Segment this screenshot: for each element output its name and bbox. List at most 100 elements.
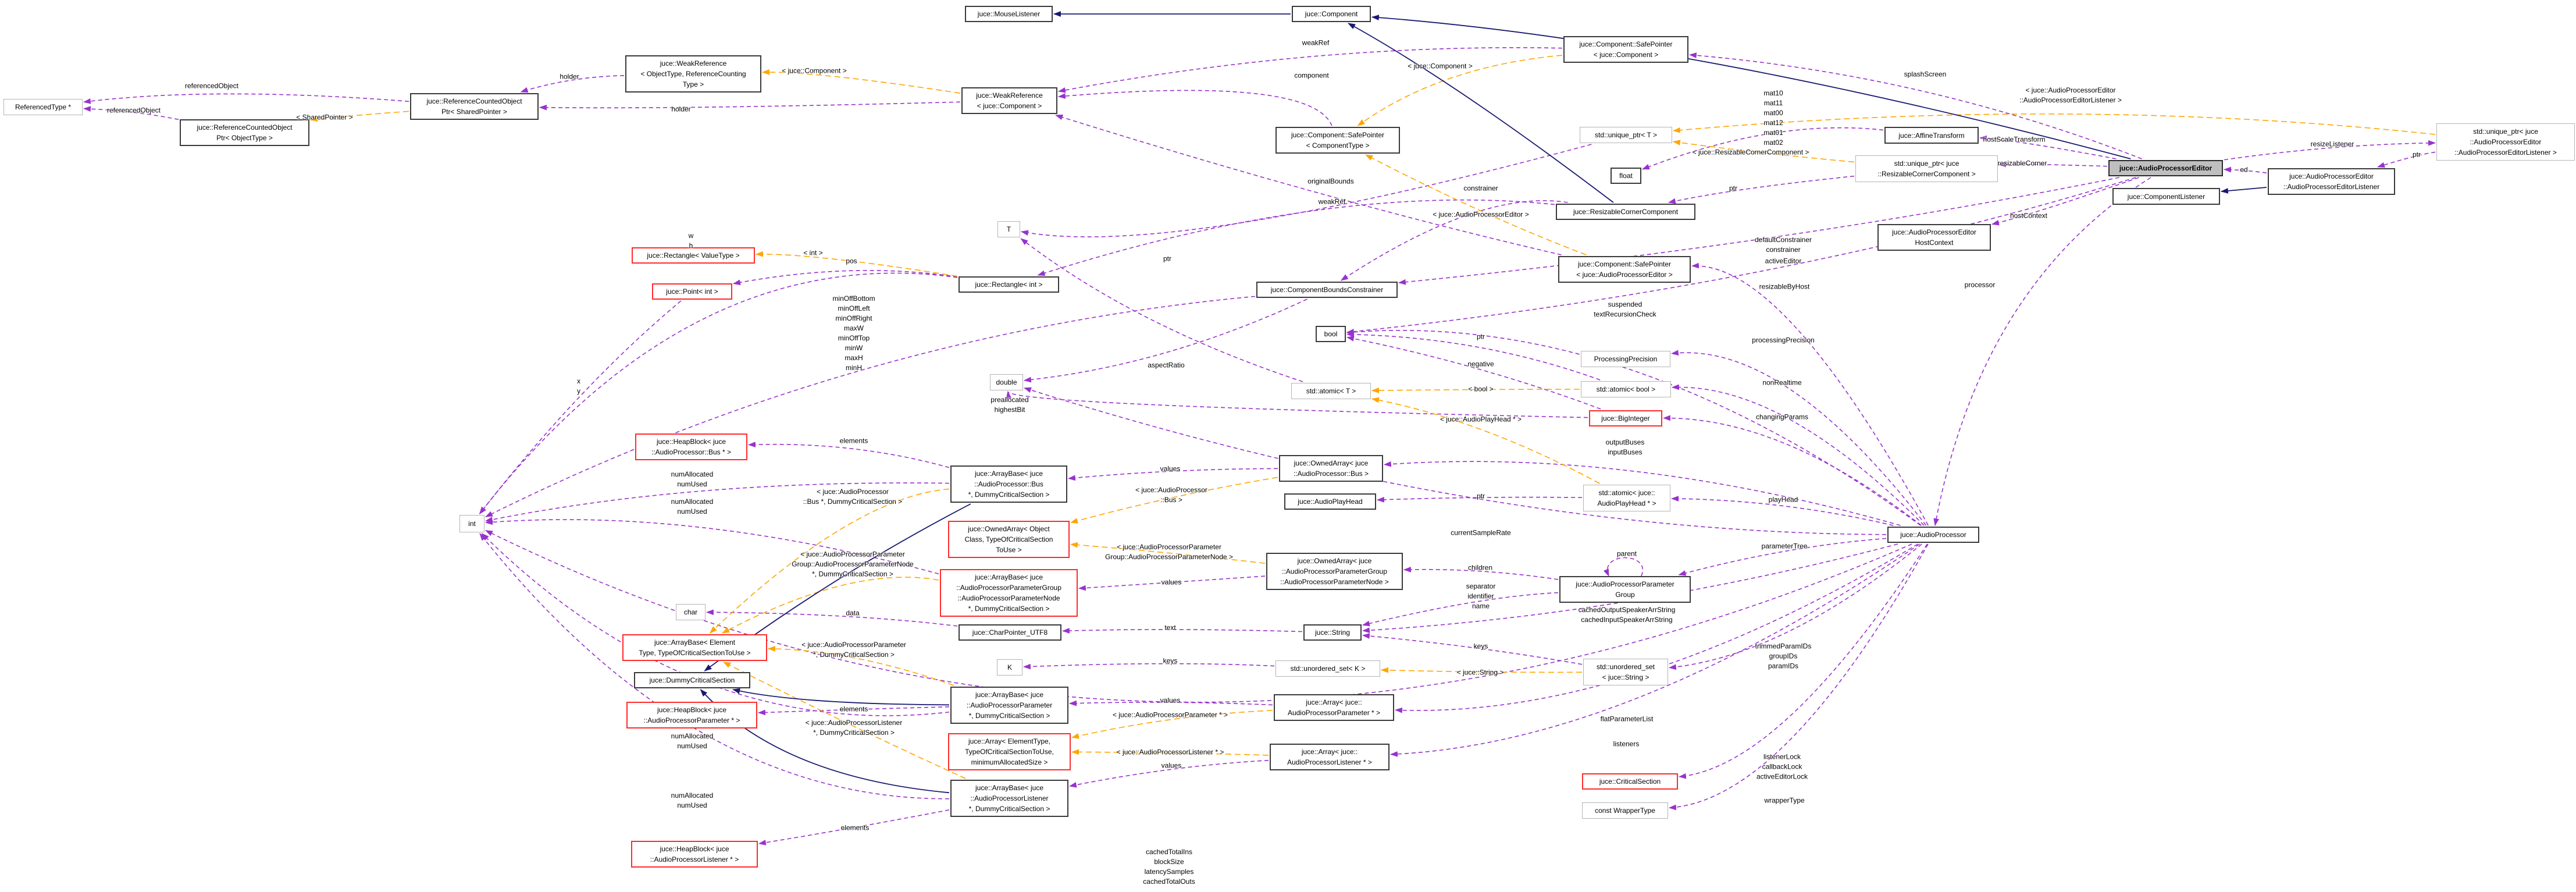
class-node-owned-appn[interactable]: juce::OwnedArray< juce::AudioProcessorPa… bbox=[1266, 553, 1403, 590]
edge-weakref-comp-to-weakref-t bbox=[761, 69, 961, 94]
edge-label-ape-uptr-apel: resizeListener bbox=[2310, 140, 2354, 148]
edge-label-rcop-shared-r-type: referencedObject bbox=[184, 81, 239, 90]
edge-rcop-shared-to-r-type bbox=[83, 93, 409, 104]
class-node-big-integer[interactable]: juce::BigInteger bbox=[1589, 410, 1662, 427]
class-node-audio-processor[interactable]: juce::AudioProcessor bbox=[1887, 527, 1979, 543]
edge-apel-to-ape bbox=[2223, 166, 2267, 173]
edge-ab-appn-to-ab-elem bbox=[722, 577, 939, 634]
class-node-ab-bus[interactable]: juce::ArrayBase< juce::AudioProcessor::B… bbox=[950, 465, 1067, 503]
class-node-rect-vt[interactable]: juce::Rectangle< ValueType > bbox=[632, 247, 755, 264]
edge-label-owned-appn-ab-appn: values bbox=[1161, 578, 1182, 587]
class-node-char: char bbox=[676, 604, 706, 620]
edge-ab-bus-to-heap-bus bbox=[747, 442, 950, 468]
class-node-heap-bus[interactable]: juce::HeapBlock< juce::AudioProcessor::B… bbox=[635, 433, 747, 460]
edge-rect-int-to-rect-vt bbox=[755, 251, 958, 277]
edge-uptr-rcc-to-uptr-t bbox=[1672, 140, 1855, 163]
edge-label-audio-processor-safeptr-ape: activeEditor bbox=[1765, 257, 1802, 265]
class-node-playhead[interactable]: juce::AudioPlayHead bbox=[1284, 493, 1376, 510]
class-node-bool[interactable]: bool bbox=[1316, 326, 1346, 342]
class-node-comp-listener[interactable]: juce::ComponentListener bbox=[2112, 188, 2220, 205]
edge-label-audio-processor-arr-listener: listeners bbox=[1613, 740, 1640, 748]
edge-label-safeptr-ct-weakref-comp: component bbox=[1294, 71, 1329, 80]
edge-appg-to-appg bbox=[1603, 557, 1644, 577]
edge-rcop-shared-to-rcop-obj bbox=[309, 111, 409, 122]
class-node-ab-appn[interactable]: juce::ArrayBase< juce::AudioProcessorPar… bbox=[940, 569, 1078, 617]
edge-owned-appn-to-owned-obj bbox=[1070, 542, 1266, 564]
class-node-cbc[interactable]: juce::ComponentBoundsConstrainer bbox=[1256, 282, 1398, 298]
class-node-resizable-corner[interactable]: juce::ResizableCornerComponent bbox=[1556, 204, 1695, 220]
edge-ape-to-audio-processor bbox=[1933, 177, 2151, 527]
class-node-uptr-rcc: std::unique_ptr< juce::ResizableCornerCo… bbox=[1855, 155, 1998, 182]
edge-ab-bus-to-ab-elem bbox=[709, 488, 950, 634]
edge-label-atomic-playhead-atomic-t: < juce::AudioPlayHead * > bbox=[1440, 415, 1522, 424]
class-node-double: double bbox=[990, 374, 1023, 390]
edge-label-ab-bus-heap-bus: elements bbox=[839, 436, 868, 445]
class-node-critical-section[interactable]: juce::CriticalSection bbox=[1582, 773, 1678, 790]
edge-rect-int-to-int bbox=[479, 272, 958, 514]
edge-arr-listener-to-ab-listener bbox=[1068, 759, 1269, 788]
edge-uptr-t-to-t bbox=[1020, 144, 1592, 237]
edge-label-ape-affine: hostScaleTransform bbox=[1983, 135, 2046, 144]
edge-label-ab-param-heap-param: elements bbox=[839, 705, 868, 713]
class-node-rect-int[interactable]: juce::Rectangle< int > bbox=[959, 276, 1059, 293]
class-node-ab-listener[interactable]: juce::ArrayBase< juce::AudioProcessorLis… bbox=[950, 780, 1068, 817]
class-node-string[interactable]: juce::String bbox=[1303, 624, 1362, 641]
class-node-ab-param[interactable]: juce::ArrayBase< juce::AudioProcessorPar… bbox=[950, 687, 1068, 724]
edge-ape-to-bool bbox=[1346, 177, 2136, 335]
class-node-charptr-utf8[interactable]: juce::CharPointer_UTF8 bbox=[959, 624, 1061, 641]
class-node-safeptr-comp[interactable]: juce::Component::SafePointer< juce::Comp… bbox=[1563, 36, 1688, 63]
edge-label-audio-processor-proc-precision: processingPrecision bbox=[1752, 336, 1815, 344]
edge-safeptr-ape-to-safeptr-ct bbox=[1365, 154, 1587, 255]
edge-label-ape-host-context: hostContext bbox=[2010, 211, 2048, 220]
class-node-affine[interactable]: juce::AffineTransform bbox=[1884, 127, 1979, 144]
edge-uptr-apel-to-uptr-t bbox=[1672, 113, 2436, 135]
class-node-point-int[interactable]: juce::Point< int > bbox=[652, 283, 732, 300]
class-node-heap-listener[interactable]: juce::HeapBlock< juce::AudioProcessorLis… bbox=[631, 841, 758, 868]
class-node-apel[interactable]: juce::AudioProcessorEditor::AudioProcess… bbox=[2268, 168, 2395, 195]
edge-label-uptr-apel-apel: ptr bbox=[2412, 150, 2421, 159]
class-node-arr-listener[interactable]: juce::Array< juce::AudioProcessorListene… bbox=[1270, 744, 1389, 770]
edge-label-atomic-bool-atomic-t: < bool > bbox=[1468, 385, 1494, 393]
class-node-mouse-listener[interactable]: juce::MouseListener bbox=[965, 6, 1053, 22]
class-node-weakref-t[interactable]: juce::WeakReference< ObjectType, Referen… bbox=[625, 55, 761, 93]
edge-label-atomic-playhead-playhead: ptr bbox=[1476, 492, 1485, 500]
edge-label-ab-listener-ab-elem: < juce::AudioProcessorListener*, DummyCr… bbox=[805, 719, 903, 737]
edge-label-arr-listener-arr-elem: < juce::AudioProcessorListener * > bbox=[1116, 748, 1224, 756]
class-node-arr-param[interactable]: juce::Array< juce::AudioProcessorParamet… bbox=[1274, 694, 1394, 721]
class-node-component[interactable]: juce::Component bbox=[1292, 6, 1371, 22]
edge-label-rcop-obj-r-type: referencedObject bbox=[106, 106, 161, 115]
edge-label-appg-appg: parent bbox=[1616, 549, 1637, 558]
edge-audio-processor-to-big-integer bbox=[1662, 415, 1922, 526]
class-node-owned-bus[interactable]: juce::OwnedArray< juce::AudioProcessor::… bbox=[1279, 455, 1383, 482]
edge-label-ape-audio-processor: processor bbox=[1964, 280, 1996, 289]
edge-audio-processor-to-owned-bus bbox=[1383, 461, 1901, 526]
class-node-dummy-cs[interactable]: juce::DummyCriticalSection bbox=[634, 672, 750, 688]
edge-atomic-playhead-to-playhead bbox=[1376, 496, 1583, 503]
edge-safeptr-ct-to-weakref-comp bbox=[1057, 90, 1332, 126]
class-node-safeptr-ape[interactable]: juce::Component::SafePointer< juce::Audi… bbox=[1558, 256, 1691, 283]
class-node-arr-elem[interactable]: juce::Array< ElementType,TypeOfCriticalS… bbox=[948, 733, 1071, 770]
edge-safeptr-ape-to-weakref-comp bbox=[1055, 114, 1562, 255]
edge-resizable-corner-to-rect-int bbox=[1037, 199, 1555, 276]
class-node-heap-param[interactable]: juce::HeapBlock< juce::AudioProcessorPar… bbox=[626, 702, 757, 728]
class-node-int: int bbox=[459, 515, 484, 532]
class-node-float[interactable]: float bbox=[1611, 168, 1641, 184]
class-node-atomic-bool: std::atomic< bool > bbox=[1581, 381, 1671, 397]
edge-audio-processor-to-critical-section bbox=[1678, 543, 1928, 779]
edge-ab-param-to-dummy-cs bbox=[732, 688, 950, 706]
edge-uset-k-to-k bbox=[1022, 663, 1275, 670]
class-node-safeptr-ct[interactable]: juce::Component::SafePointer< ComponentT… bbox=[1275, 127, 1400, 154]
edge-audio-processor-to-wrapper-type bbox=[1668, 543, 1929, 811]
edge-label-audio-processor-double: currentSampleRate bbox=[1451, 528, 1511, 537]
class-node-weakref-comp[interactable]: juce::WeakReference< juce::Component > bbox=[961, 87, 1057, 114]
